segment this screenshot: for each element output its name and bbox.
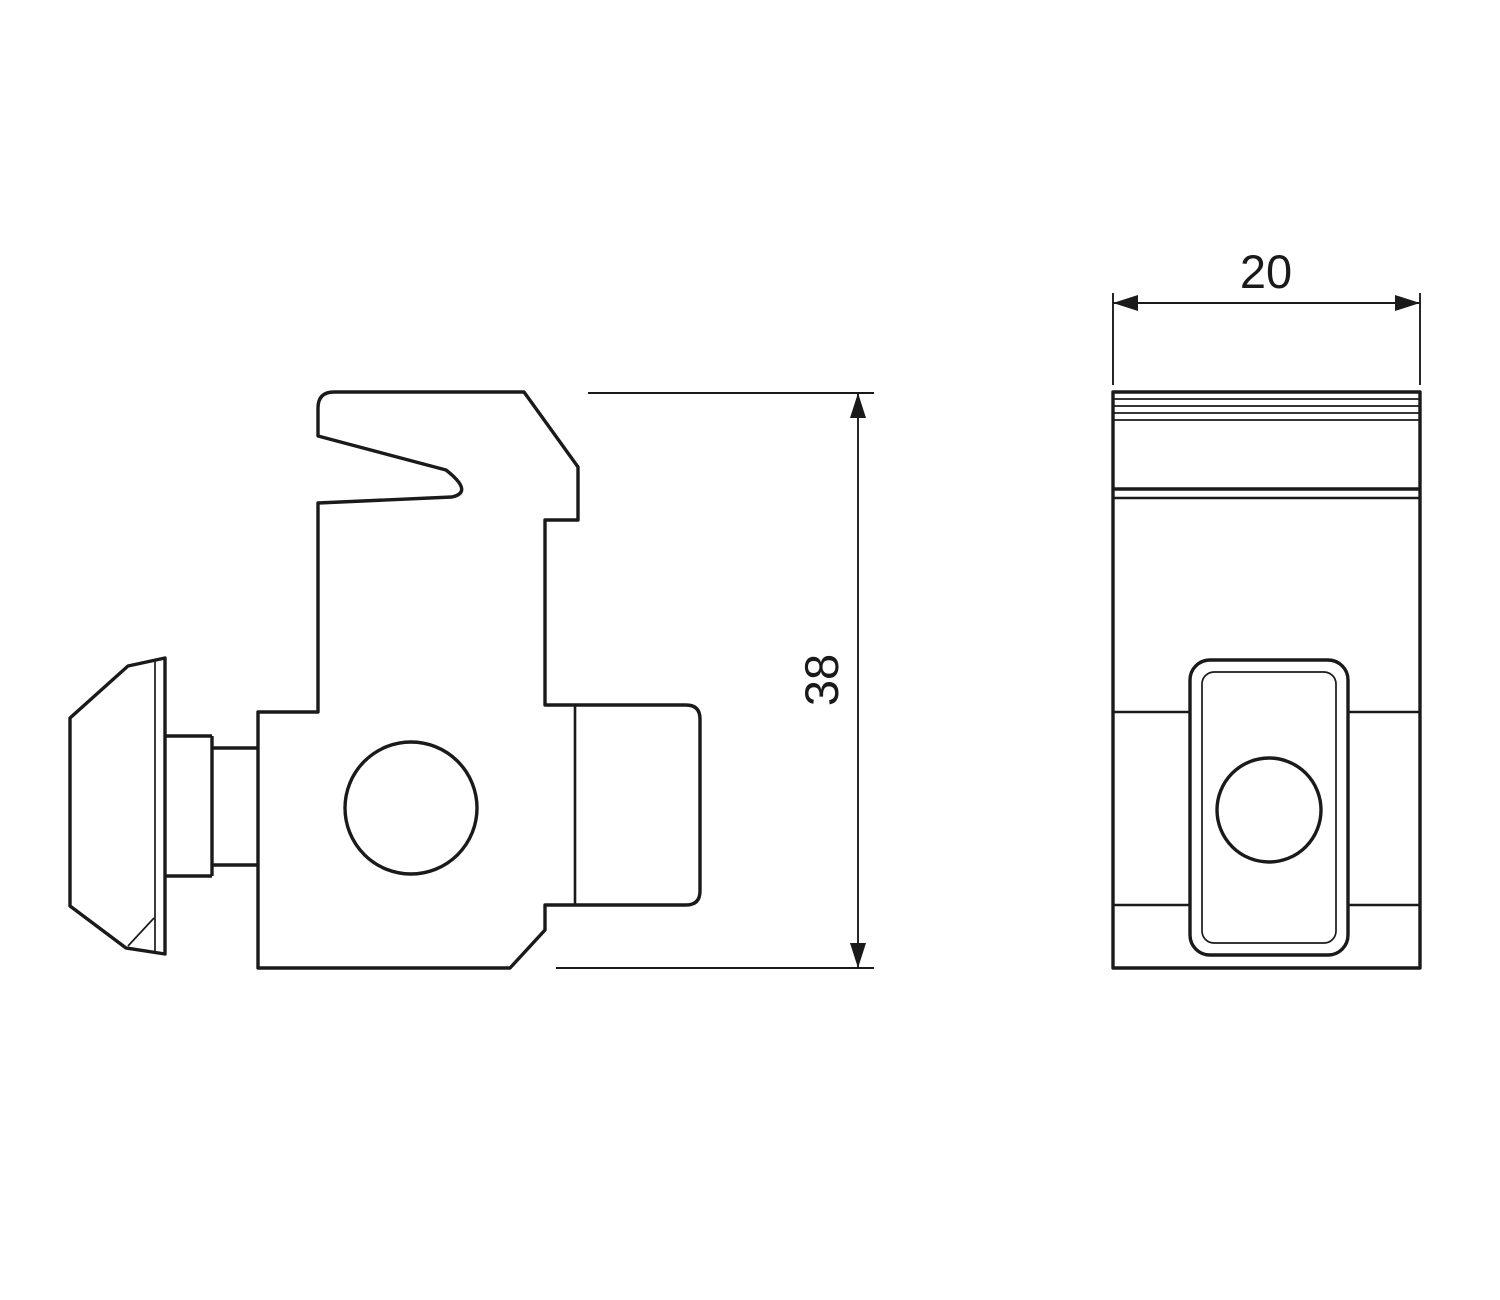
front-view-boss: [1188, 658, 1350, 957]
front-view-outline: [1111, 390, 1422, 970]
t-nut-stem: [212, 746, 258, 867]
t-nut-head: [68, 656, 167, 956]
dimension-width-label: 20: [1240, 245, 1292, 298]
front-view-boss-inner-edge: [1201, 671, 1337, 944]
front-view-hole: [1215, 756, 1323, 864]
arrowhead-up: [850, 393, 866, 418]
dimension-width: 20: [1112, 245, 1421, 385]
side-view: [68, 390, 702, 970]
dimension-height-label: 38: [795, 654, 848, 706]
dimension-height: 38: [556, 392, 874, 969]
t-nut-chamfer-line: [127, 917, 155, 947]
arrowhead-left: [1113, 295, 1138, 311]
serration-lines: [1113, 398, 1420, 421]
t-nut: [68, 656, 258, 956]
step-lines: [1113, 710, 1420, 907]
side-view-outline: [256, 390, 702, 970]
side-view-hole: [343, 740, 479, 876]
edge-band: [1113, 487, 1420, 500]
arrowhead-right: [1395, 295, 1420, 311]
t-nut-collar: [165, 734, 214, 878]
arrowhead-down: [850, 943, 866, 968]
front-view: [1111, 390, 1422, 970]
